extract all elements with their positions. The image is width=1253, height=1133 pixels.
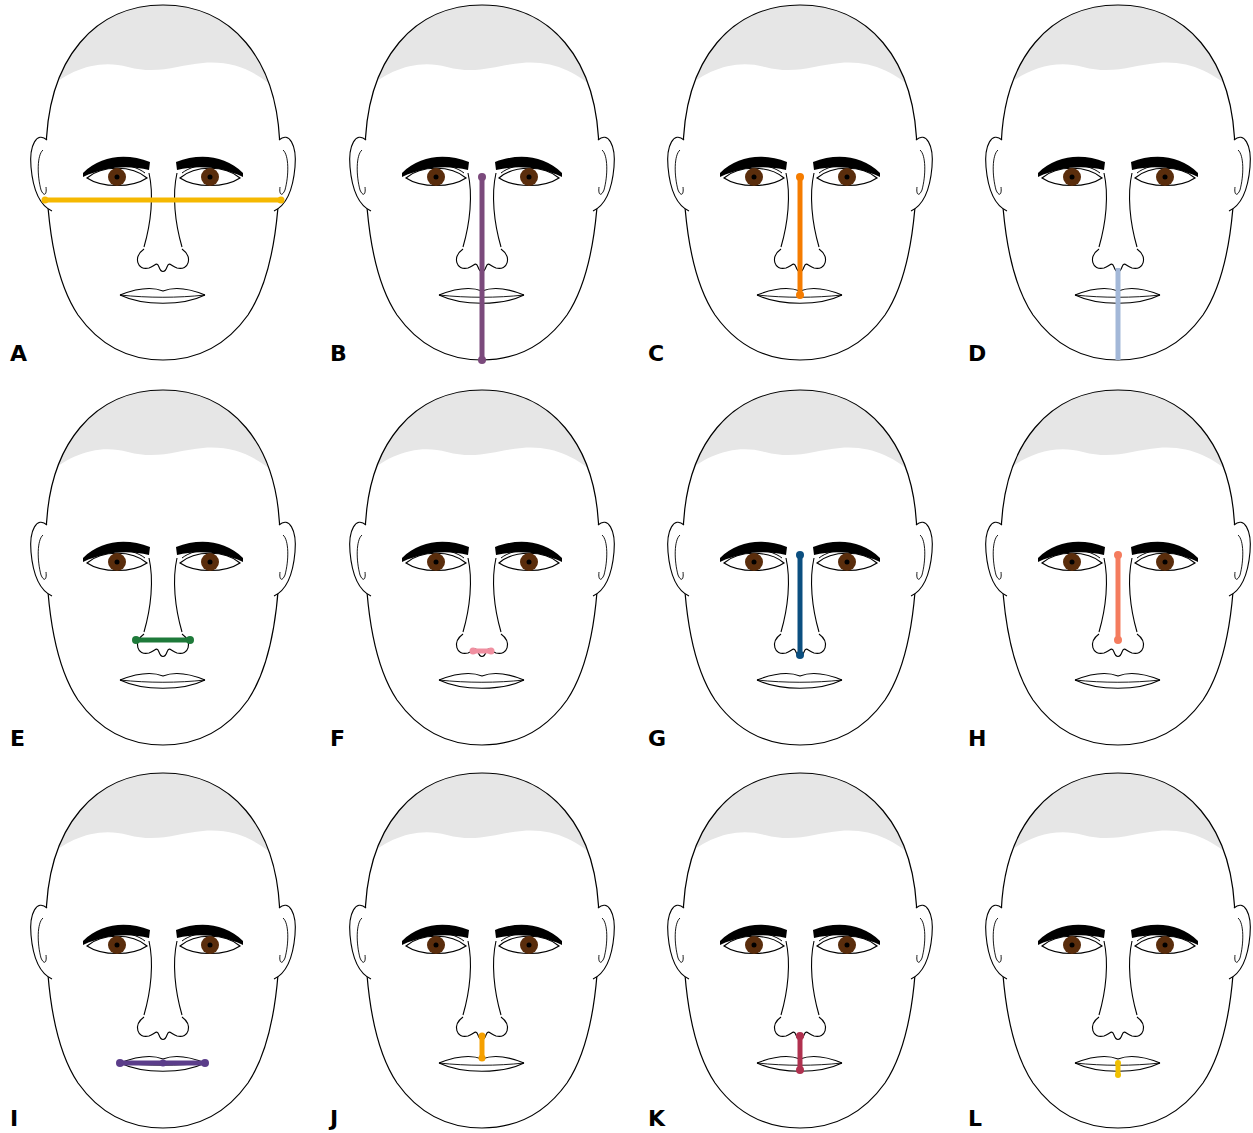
panel-letter-holder: H [968,728,986,750]
panel-letter: I [10,1108,18,1130]
panel-letter-holder: J [330,1108,338,1130]
panel-letter-holder: L [968,1108,982,1130]
panel-letter: C [648,343,664,365]
panel-letter-holder: B [330,343,347,365]
panel-letter-holder: E [10,728,25,750]
panel-letter: A [10,343,27,365]
panel-letter-holder: K [648,1108,665,1130]
panel-letter: B [330,343,347,365]
panel-letter-holder: A [10,343,27,365]
panel-letter-holder: G [648,728,666,750]
panel-letter: G [648,728,666,750]
panel-letter-holder: D [968,343,986,365]
panel-letter: E [10,728,25,750]
panel-letter: F [330,728,345,750]
panel-letter-holder: C [648,343,664,365]
panel-letter: J [330,1108,338,1130]
panel-letter: D [968,343,986,365]
panel-letter: H [968,728,986,750]
panel-letter: L [968,1108,982,1130]
panel-letter-holder: F [330,728,345,750]
panel-letter: K [648,1108,665,1130]
panel-letter-holder: I [10,1108,18,1130]
